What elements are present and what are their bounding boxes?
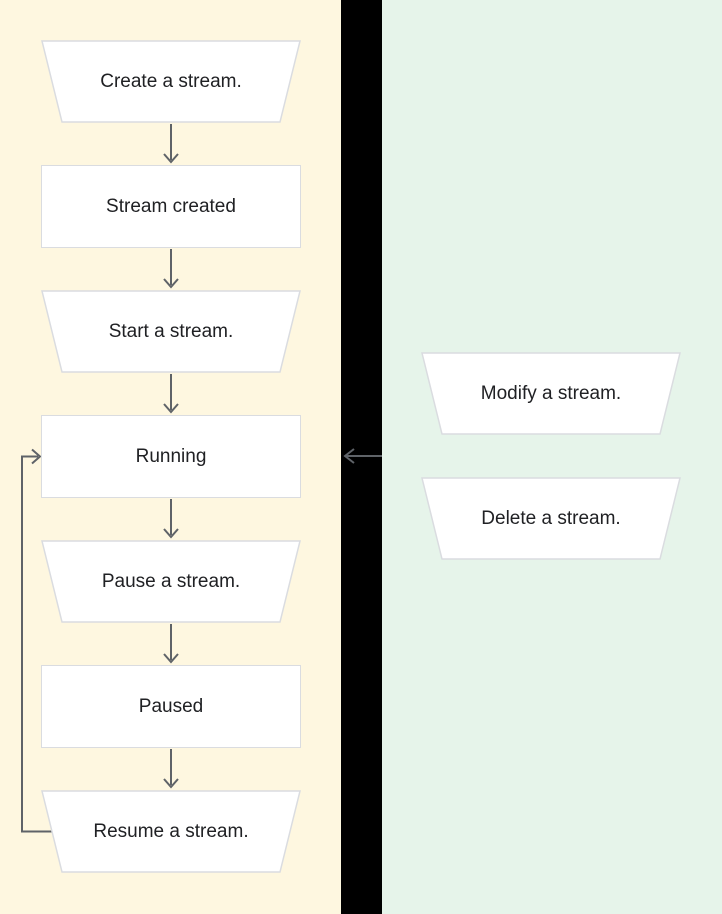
arrow-down-icon	[163, 249, 179, 289]
arrow-down-icon	[163, 624, 179, 664]
node-label: Paused	[138, 696, 204, 717]
node-paused: Paused	[41, 665, 301, 748]
arrow-down-icon	[163, 499, 179, 539]
stream-actions-panel: Modify a stream. Delete a stream.	[382, 0, 722, 914]
trapezoid-shape	[421, 477, 681, 560]
flow-arrows	[21, 124, 179, 833]
arrow-left-gap-to-running-icon	[343, 448, 382, 464]
node-label: Running	[135, 446, 207, 467]
trapezoid-shape	[41, 540, 301, 623]
node-delete-a-stream: Delete a stream.	[421, 477, 681, 560]
node-label: Create a stream.	[100, 71, 242, 92]
node-label: Resume a stream.	[93, 821, 249, 842]
node-pause-a-stream: Pause a stream.	[41, 540, 301, 623]
node-label: Delete a stream.	[481, 508, 621, 529]
arrow-down-icon	[163, 124, 179, 164]
node-stream-created: Stream created	[41, 165, 301, 248]
node-create-a-stream: Create a stream.	[41, 40, 301, 123]
node-running: Running	[41, 415, 301, 498]
loop-arrow-resume-to-running-icon	[21, 448, 53, 833]
arrow-down-icon	[163, 749, 179, 789]
trapezoid-shape	[41, 290, 301, 373]
trapezoid-shape	[41, 40, 301, 123]
node-label: Pause a stream.	[101, 571, 241, 592]
node-resume-a-stream: Resume a stream.	[41, 790, 301, 873]
node-label: Start a stream.	[108, 321, 234, 342]
arrow-down-icon	[163, 374, 179, 414]
stream-lifecycle-panel: Create a stream. Stream created Start a …	[0, 0, 341, 914]
node-label: Stream created	[106, 196, 236, 217]
node-label: Modify a stream.	[480, 383, 622, 404]
trapezoid-shape	[41, 790, 301, 873]
node-start-a-stream: Start a stream.	[41, 290, 301, 373]
trapezoid-shape	[421, 352, 681, 435]
node-modify-a-stream: Modify a stream.	[421, 352, 681, 435]
